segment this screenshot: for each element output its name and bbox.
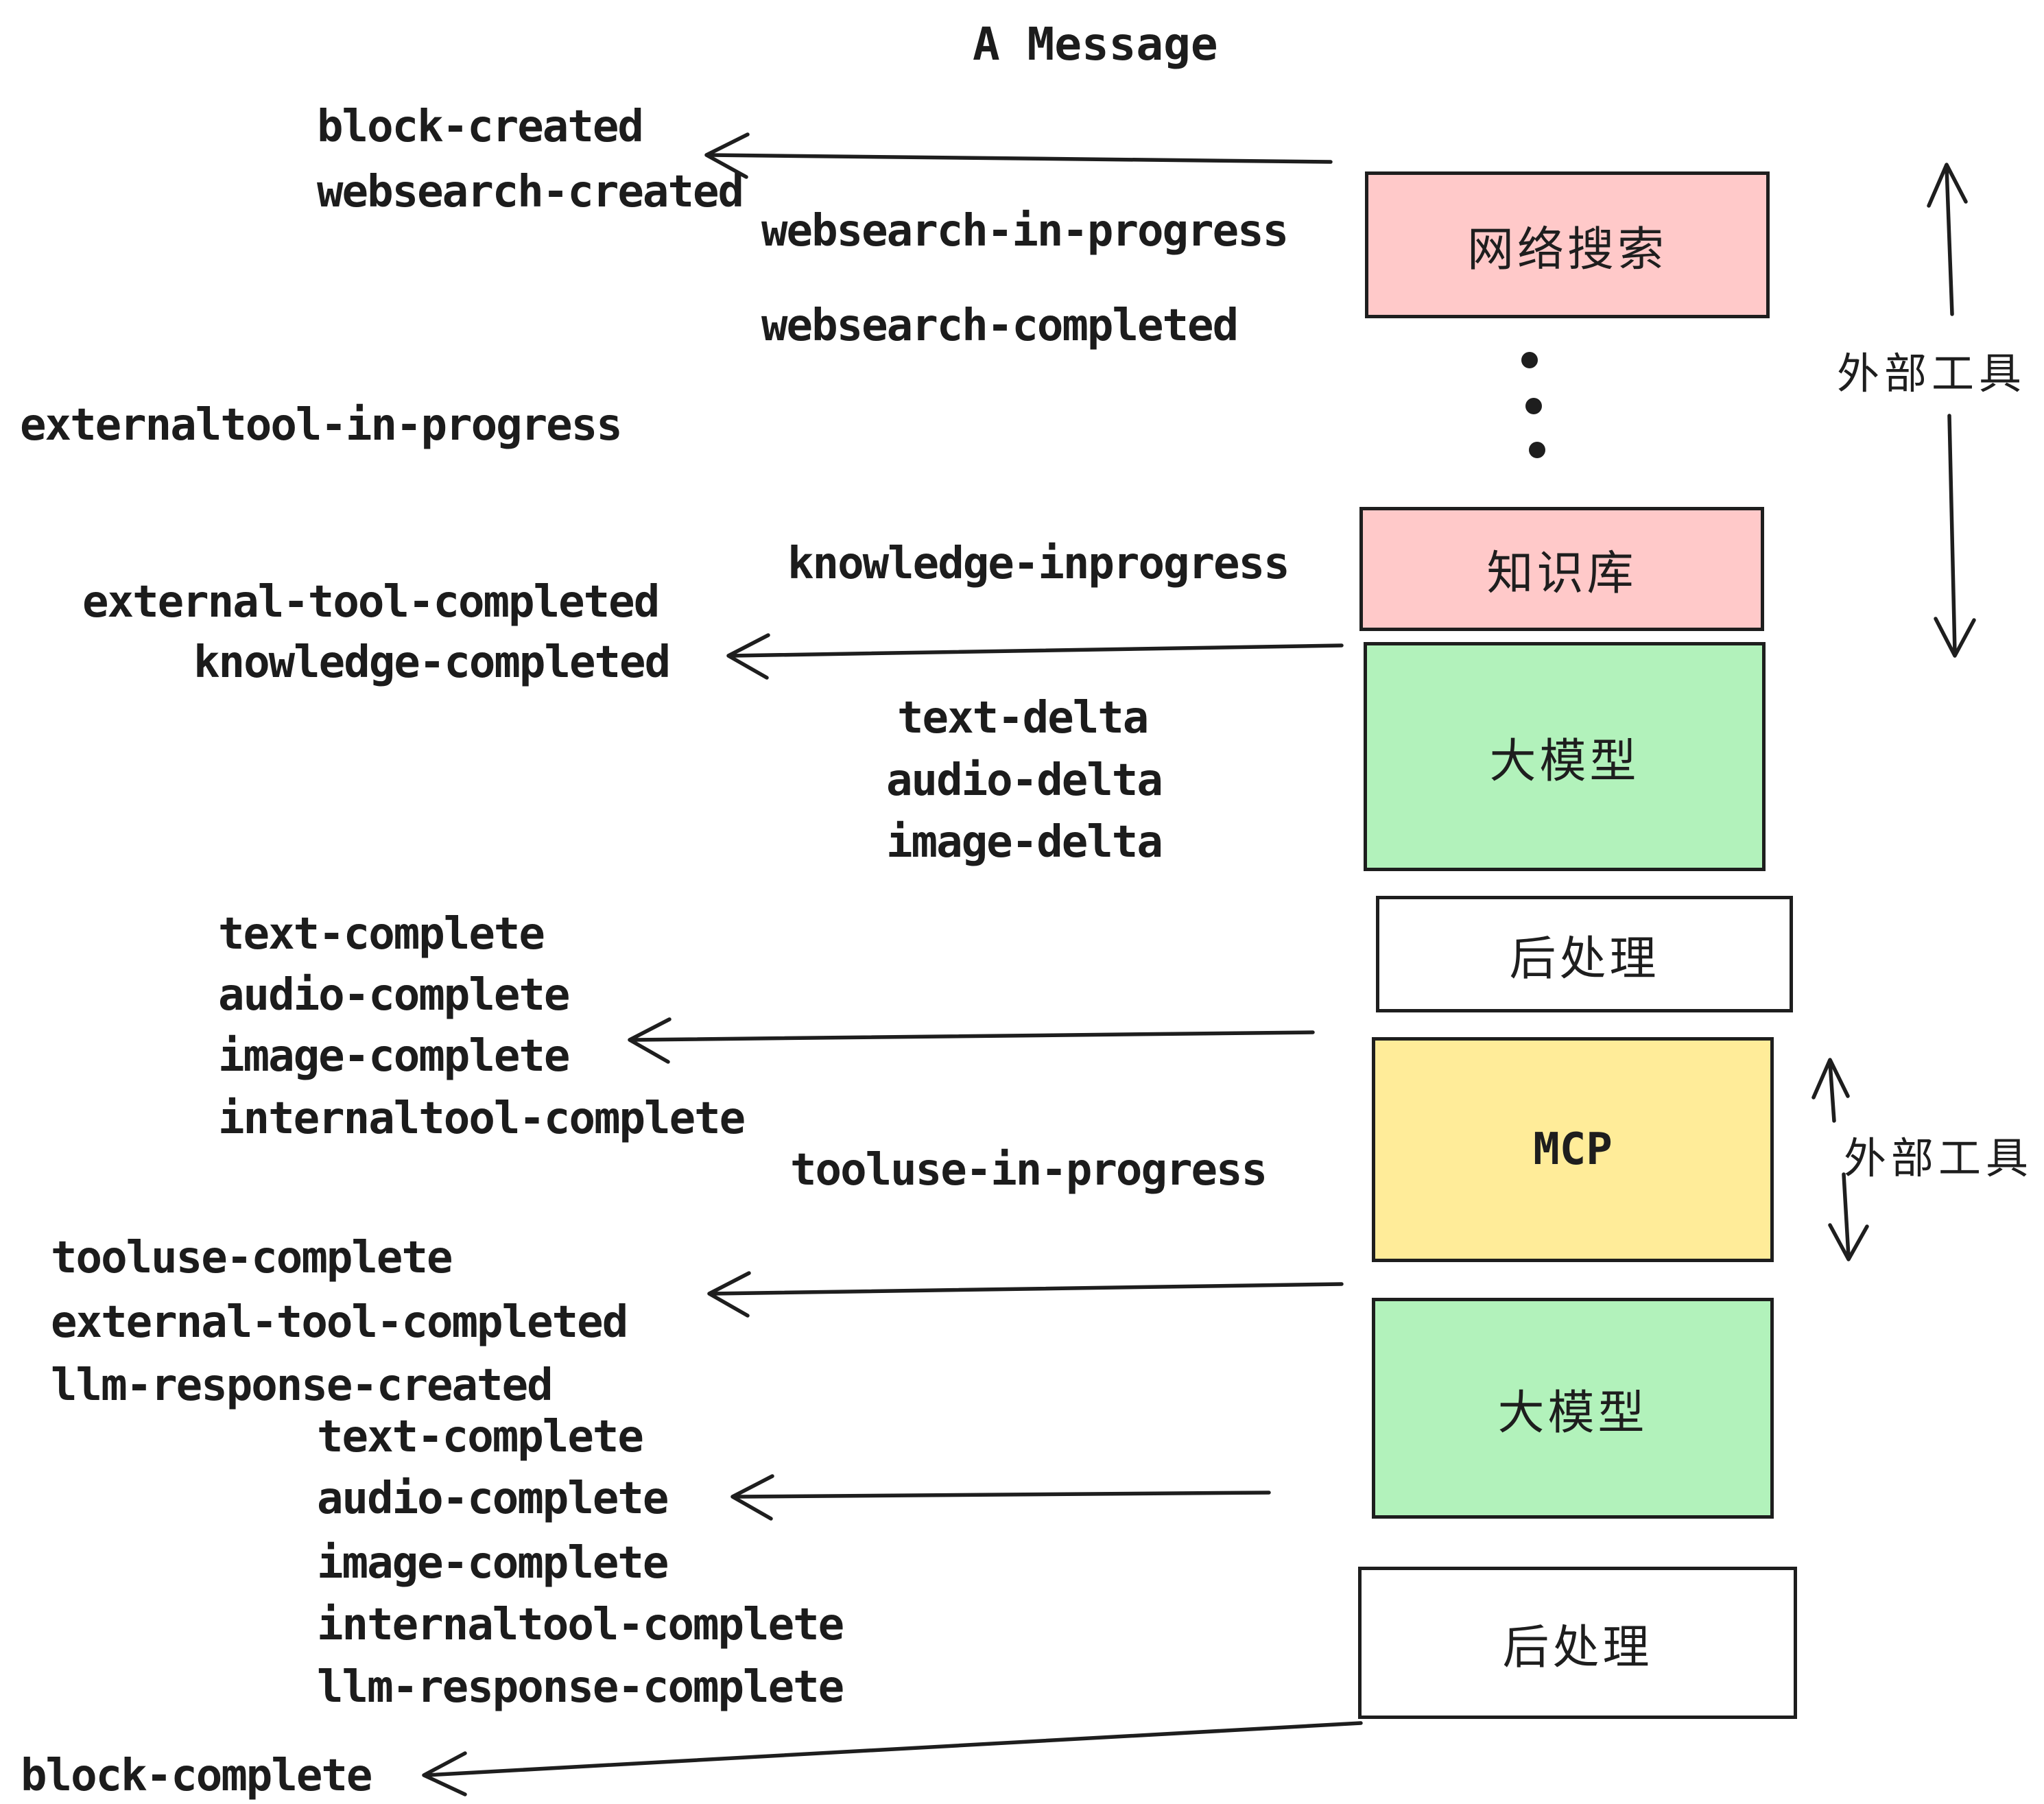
box-llm-1: 大模型 — [1364, 642, 1766, 871]
annotation-external-tools-mcp: 外部工具 — [1844, 1135, 2034, 1183]
box-knowledge: 知识库 — [1359, 507, 1764, 631]
vertical-ellipsis-icon — [1521, 352, 1545, 458]
event-external-tool-completed: external-tool-completed — [82, 577, 660, 628]
event-audio-delta: audio-delta — [886, 755, 1163, 806]
annotation-external-tools-top: 外部工具 — [1837, 351, 2027, 398]
box-mcp-label: MCP — [1533, 1124, 1613, 1175]
event-text-delta: text-delta — [897, 693, 1149, 744]
box-llm-1-label: 大模型 — [1489, 735, 1640, 787]
event-image-complete: image-complete — [218, 1031, 570, 1082]
event-tooluse-in-progress: tooluse-in-progress — [790, 1145, 1268, 1196]
event-internaltool-complete: internaltool-complete — [218, 1093, 746, 1144]
arrow-left-to-tooluse-complete-icon — [707, 1271, 1344, 1318]
event-block-complete: block-complete — [21, 1750, 372, 1801]
event-externaltool-in-progress: externaltool-in-progress — [20, 400, 623, 451]
arrow-left-to-block-created-icon — [704, 132, 1333, 179]
event-websearch-created: websearch-created — [317, 167, 744, 217]
event-audio-complete: audio-complete — [218, 970, 570, 1021]
event-image-complete-2: image-complete — [317, 1538, 669, 1589]
event-knowledge-completed: knowledge-completed — [193, 637, 671, 688]
box-postprocess-2: 后处理 — [1358, 1567, 1797, 1719]
event-block-created: block-created — [317, 102, 644, 152]
box-postprocess-1: 后处理 — [1376, 896, 1793, 1012]
box-mcp: MCP — [1372, 1037, 1774, 1262]
box-postprocess-1-label: 后处理 — [1509, 932, 1660, 985]
box-knowledge-label: 知识库 — [1486, 547, 1637, 600]
event-external-tool-completed-2: external-tool-completed — [51, 1297, 628, 1348]
event-llm-response-complete: llm-response-complete — [317, 1662, 844, 1713]
event-audio-complete-2: audio-complete — [317, 1473, 669, 1524]
external-tool-span-arrow-icon — [1927, 163, 1976, 658]
arrow-left-to-block-complete-icon — [422, 1721, 1363, 1796]
event-llm-response-created: llm-response-created — [51, 1360, 554, 1411]
box-llm-2: 大模型 — [1372, 1298, 1774, 1519]
arrow-left-to-knowledge-completed-icon — [726, 633, 1344, 680]
event-image-delta: image-delta — [886, 817, 1163, 868]
arrow-left-to-audio-complete-icon — [730, 1474, 1271, 1521]
event-text-complete-2: text-complete — [317, 1412, 644, 1462]
event-websearch-completed: websearch-completed — [761, 300, 1239, 351]
event-websearch-in-progress: websearch-in-progress — [761, 206, 1289, 257]
event-internaltool-complete-2: internaltool-complete — [317, 1600, 844, 1650]
arrow-left-to-image-complete-icon — [628, 1017, 1315, 1064]
event-text-complete: text-complete — [218, 909, 545, 960]
box-websearch: 网络搜索 — [1365, 171, 1770, 318]
box-websearch-label: 网络搜索 — [1466, 223, 1667, 276]
box-postprocess-2-label: 后处理 — [1502, 1621, 1653, 1674]
diagram-title: A Message — [973, 18, 1218, 71]
box-llm-2-label: 大模型 — [1497, 1386, 1648, 1439]
event-tooluse-complete: tooluse-complete — [51, 1233, 453, 1283]
event-knowledge-inprogress: knowledge-inprogress — [787, 538, 1290, 589]
